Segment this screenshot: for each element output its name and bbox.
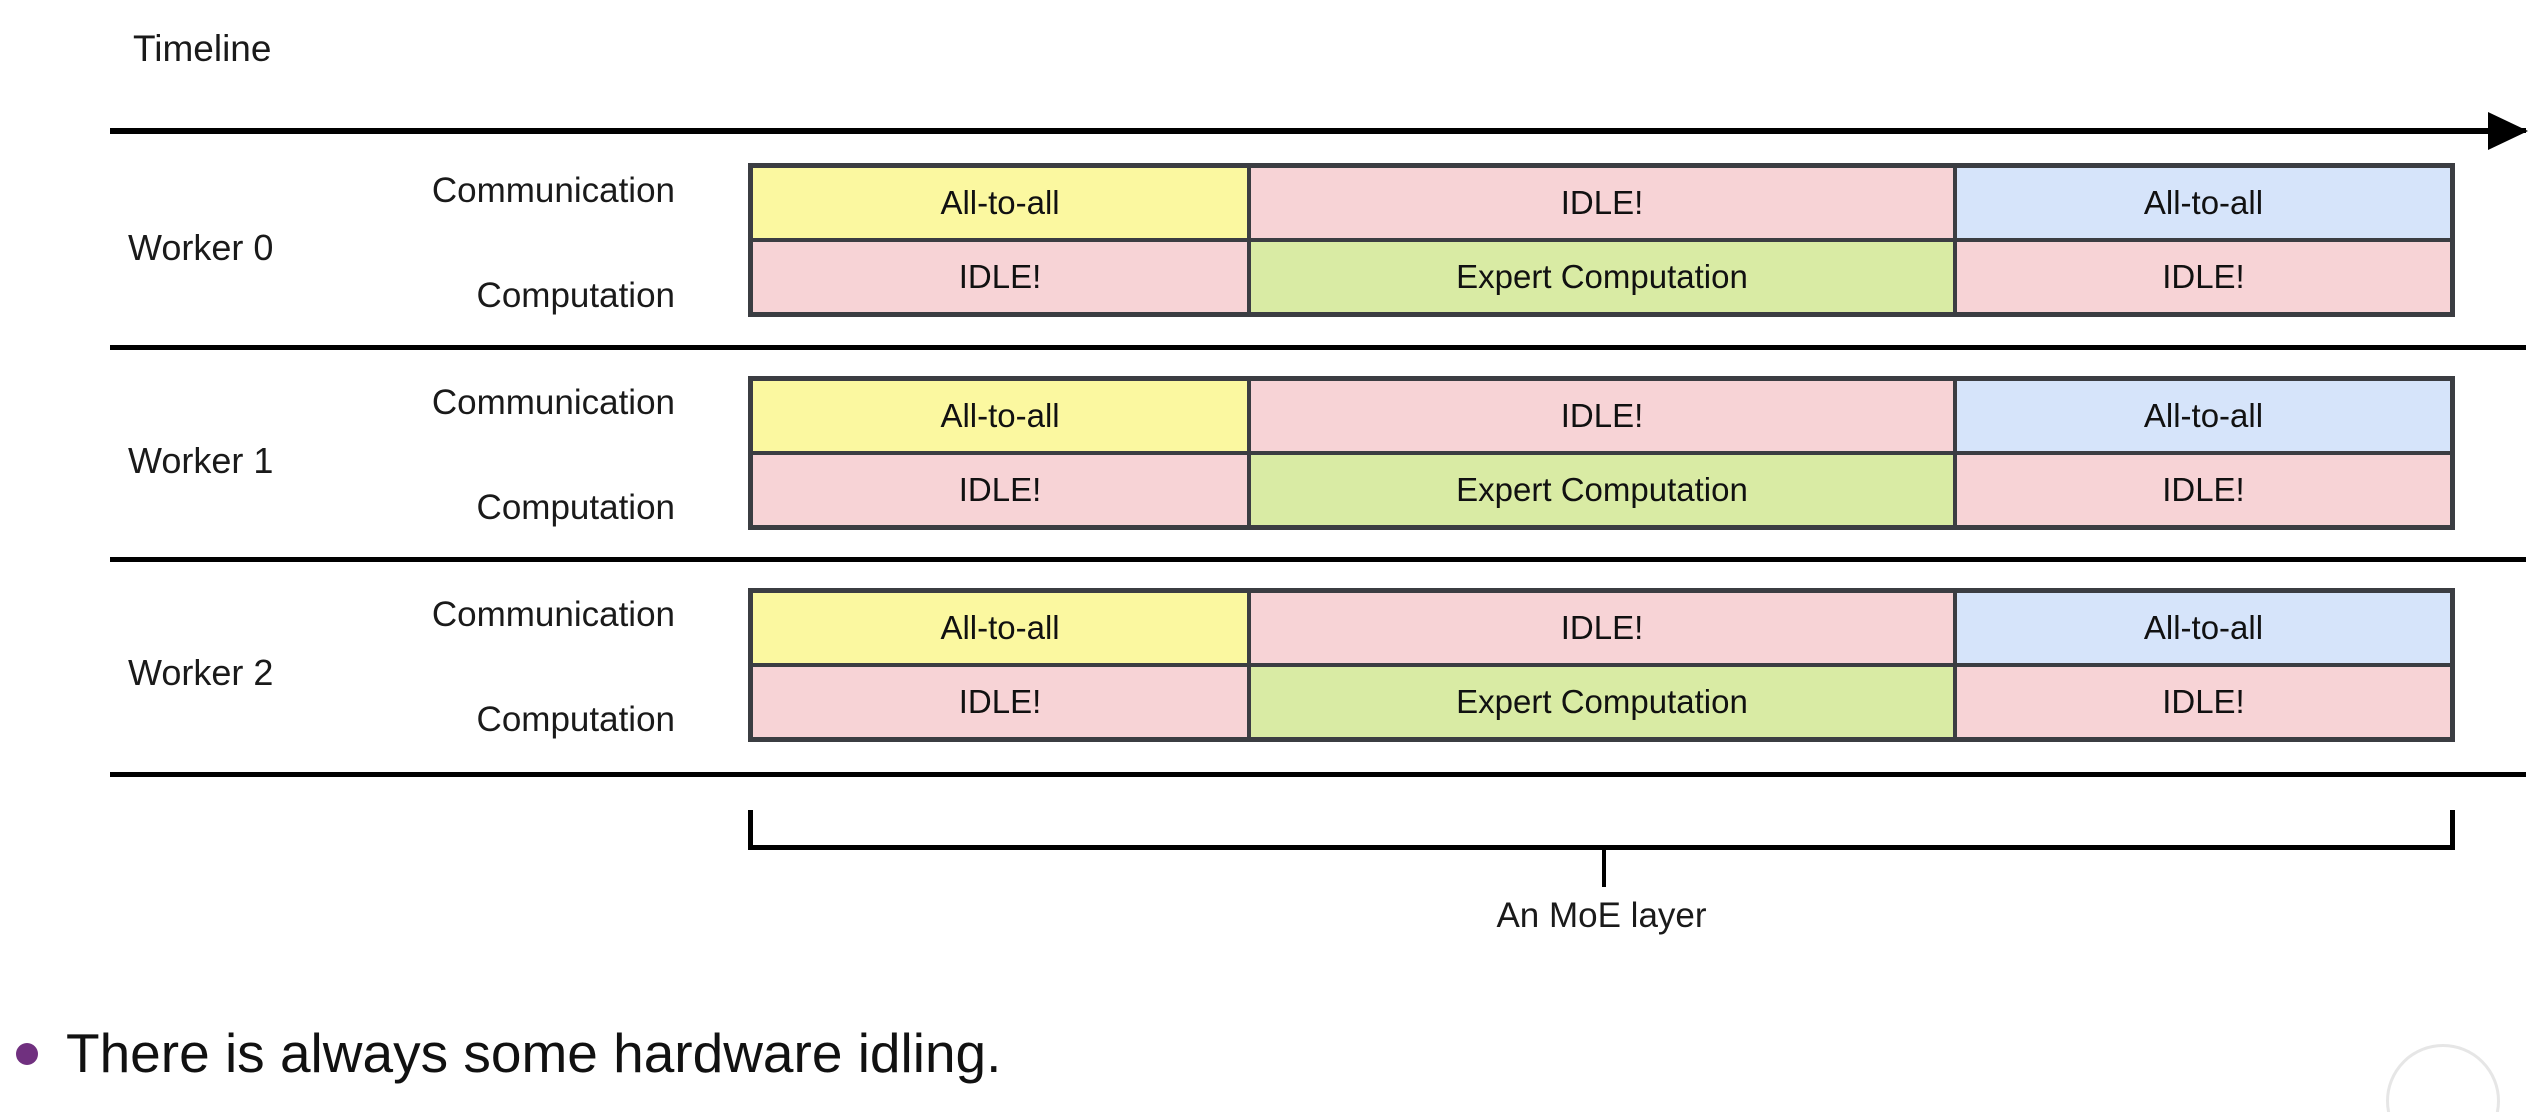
gantt-cell-expert-computation[interactable]: Expert Computation <box>1251 455 1953 525</box>
gantt-cell-expert-computation[interactable]: Expert Computation <box>1251 667 1953 737</box>
row-label-communication-0: Communication <box>431 171 675 210</box>
row-label-computation-1: Computation <box>476 488 675 527</box>
gantt-cell-all-to-all[interactable]: All-to-all <box>753 381 1248 451</box>
gantt-cell-idle[interactable]: IDLE! <box>1956 455 2450 525</box>
gantt-row-communication-1: All-to-all IDLE! All-to-all <box>753 381 2450 451</box>
gantt-cell-expert-computation[interactable]: Expert Computation <box>1251 242 1953 312</box>
gantt-row-computation-0: IDLE! Expert Computation IDLE! <box>753 242 2450 312</box>
bracket-tick-left <box>748 810 753 850</box>
gantt-cell-all-to-all[interactable]: All-to-all <box>1956 168 2450 238</box>
moe-layer-bracket <box>748 806 2455 887</box>
separator-rule-top <box>110 128 2526 133</box>
gantt-cell-all-to-all[interactable]: All-to-all <box>1956 593 2450 663</box>
gantt-row-computation-1: IDLE! Expert Computation IDLE! <box>753 455 2450 525</box>
gantt-cell-all-to-all[interactable]: All-to-all <box>753 168 1248 238</box>
separator-rule-1 <box>110 345 2526 350</box>
gantt-cell-idle[interactable]: IDLE! <box>753 242 1248 312</box>
gantt-cell-idle[interactable]: IDLE! <box>1956 242 2450 312</box>
row-label-communication-2: Communication <box>431 595 675 634</box>
bullet-list-item: There is always some hardware idling. <box>0 1022 2546 1085</box>
gantt-row-communication-0: All-to-all IDLE! All-to-all <box>753 168 2450 238</box>
gantt-cell-idle[interactable]: IDLE! <box>1251 593 1953 663</box>
gantt-cell-all-to-all[interactable]: All-to-all <box>753 593 1248 663</box>
bullet-dot-icon <box>16 1042 38 1065</box>
row-label-communication-1: Communication <box>431 383 675 422</box>
gantt-block-worker-0: All-to-all IDLE! All-to-all IDLE! Expert… <box>748 163 2455 317</box>
worker-name-2: Worker 2 <box>128 652 274 693</box>
gantt-block-worker-1: All-to-all IDLE! All-to-all IDLE! Expert… <box>748 376 2455 530</box>
timeline-label: Timeline <box>133 28 272 69</box>
bracket-tick-middle <box>1601 845 1606 887</box>
separator-rule-3 <box>110 772 2526 777</box>
gantt-cell-all-to-all[interactable]: All-to-all <box>1956 381 2450 451</box>
gantt-cell-idle[interactable]: IDLE! <box>753 667 1248 737</box>
row-label-computation-2: Computation <box>476 700 675 739</box>
gantt-cell-idle[interactable]: IDLE! <box>753 455 1248 525</box>
gantt-cell-idle[interactable]: IDLE! <box>1251 381 1953 451</box>
moe-layer-label: An MoE layer <box>1496 896 1707 935</box>
separator-rule-2 <box>110 557 2526 562</box>
bracket-tick-right <box>2450 810 2455 850</box>
gantt-cell-idle[interactable]: IDLE! <box>1956 667 2450 737</box>
bullet-text: There is always some hardware idling. <box>66 1022 1002 1084</box>
gantt-row-communication-2: All-to-all IDLE! All-to-all <box>753 593 2450 663</box>
worker-name-1: Worker 1 <box>128 440 274 481</box>
gantt-row-computation-2: IDLE! Expert Computation IDLE! <box>753 667 2450 737</box>
worker-name-0: Worker 0 <box>128 227 274 268</box>
row-label-computation-0: Computation <box>476 276 675 315</box>
gantt-block-worker-2: All-to-all IDLE! All-to-all IDLE! Expert… <box>748 588 2455 742</box>
gantt-cell-idle[interactable]: IDLE! <box>1251 168 1953 238</box>
